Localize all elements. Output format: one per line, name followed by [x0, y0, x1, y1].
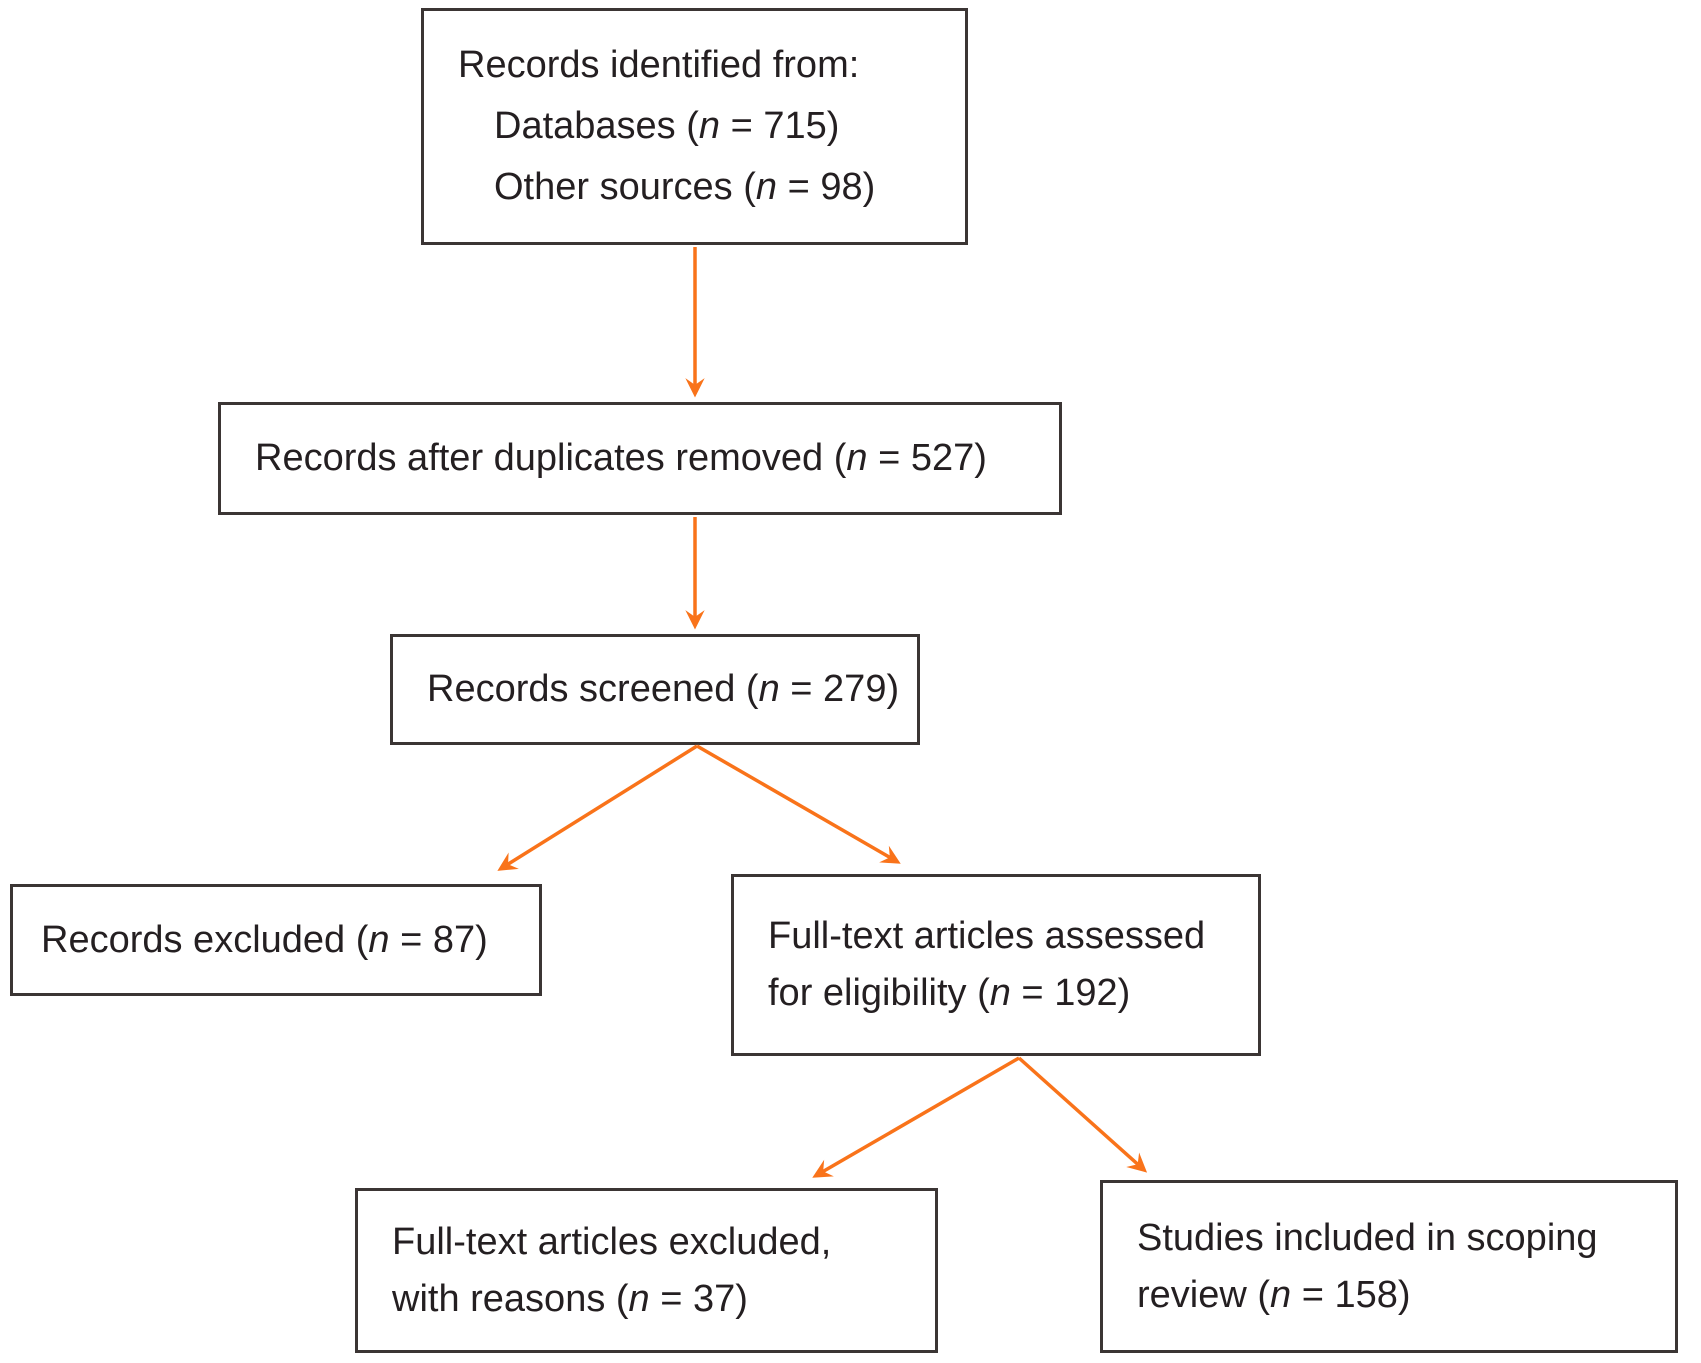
excluded-count: 87 — [432, 918, 476, 961]
records-identified-databases: Databases (n = 715) — [494, 105, 840, 148]
arrow-screened-to-fulltext-assessed — [696, 744, 901, 864]
assessed-count: 192 — [1054, 972, 1118, 1014]
studies-included-line1: Studies included in scoping — [1137, 1216, 1598, 1259]
box-records-identified: Records identified from: Databases (n = … — [421, 8, 968, 245]
box-fulltext-excluded: Full-text articles excluded, with reason… — [355, 1188, 938, 1353]
duplicates-removed-label: Records after duplicates removed (n = 52… — [255, 437, 987, 479]
other-sources-count: 98 — [820, 165, 863, 208]
arrow-assessed-to-fulltext-excluded — [812, 1056, 1020, 1178]
records-identified-title: Records identified from: — [458, 44, 860, 87]
fulltext-assessed-line1: Full-text articles assessed — [768, 915, 1206, 957]
box-records-excluded: Records excluded (n = 87) — [10, 884, 542, 996]
records-excluded-label: Records excluded (n = 87) — [41, 918, 488, 961]
box-fulltext-assessed: Full-text articles assessed for eligibil… — [731, 874, 1261, 1056]
included-count: 158 — [1334, 1273, 1398, 1316]
arrow-assessed-to-included — [1017, 1056, 1148, 1173]
records-screened-label: Records screened (n = 279) — [427, 668, 900, 710]
screened-count: 279 — [823, 668, 887, 710]
fulltext-assessed-line2: for eligibility (n = 192) — [768, 972, 1131, 1014]
box-studies-included: Studies included in scoping review (n = … — [1100, 1180, 1678, 1353]
records-identified-other-sources: Other sources (n = 98) — [494, 165, 876, 208]
box-duplicates-removed: Records after duplicates removed (n = 52… — [218, 402, 1062, 515]
box-records-screened: Records screened (n = 279) — [390, 634, 920, 745]
fulltext-excluded-line1: Full-text articles excluded, — [392, 1220, 832, 1263]
studies-included-line2: review (n = 158) — [1137, 1273, 1411, 1316]
arrow-screened-to-excluded — [497, 744, 698, 871]
deduplicated-count: 527 — [910, 437, 975, 479]
fulltext-excluded-line2: with reasons (n = 37) — [392, 1277, 748, 1320]
databases-count: 715 — [763, 105, 827, 148]
fulltext-excluded-count: 37 — [693, 1277, 736, 1320]
